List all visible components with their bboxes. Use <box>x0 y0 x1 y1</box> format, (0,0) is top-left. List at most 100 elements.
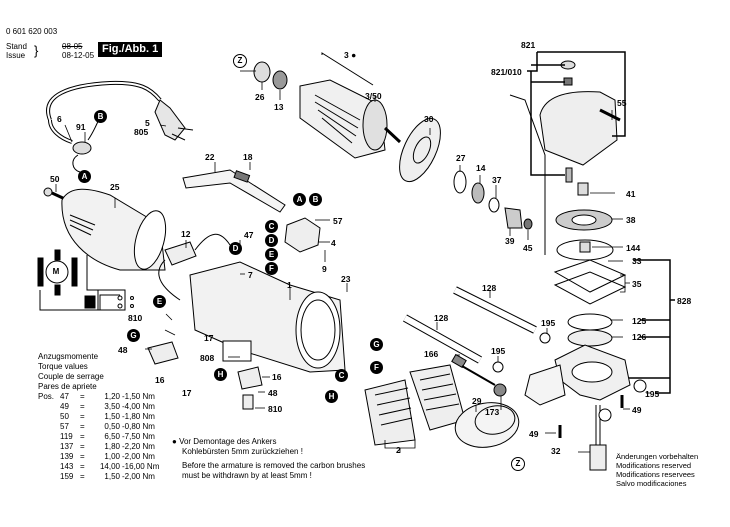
torque-row: 119=6,50- 7,50 Nm <box>38 432 159 442</box>
callout-808: 808 <box>200 353 215 363</box>
torque-dash: - <box>122 452 125 461</box>
switch-4 <box>284 217 321 253</box>
callout-49-right: 49 <box>632 405 642 415</box>
torque-pos: 57 <box>60 422 69 431</box>
callout-16-left: 16 <box>155 375 165 385</box>
mods-es: Salvo modificaciones <box>616 479 687 488</box>
stand-value: 08-05 <box>62 42 83 51</box>
torque-pos: 139 <box>60 452 74 461</box>
torque-title-en: Torque values <box>38 362 88 371</box>
torque-row: 137=1,80- 2,20 Nm <box>38 442 159 452</box>
torque-pos-label <box>38 452 60 462</box>
callout-195-upper: 195 <box>541 318 556 328</box>
torque-row: Pos.47=1,20- 1,50 Nm <box>38 392 159 402</box>
modifications-reserved: Änderungen vorbehalten Modifications res… <box>616 452 698 488</box>
torque-row: 57=0,50- 0,80 Nm <box>38 422 159 432</box>
marker-a-cord: A <box>78 170 91 183</box>
issue-value: 08-12-05 <box>62 51 95 60</box>
note-de-line2: Kohlebürsten 5mm zurückziehen ! <box>182 447 303 456</box>
callout-6: 6 <box>57 114 62 124</box>
torque-title-de: Anzugsmomente <box>38 352 99 361</box>
plug <box>154 99 194 141</box>
torque-dash: - <box>122 392 125 401</box>
callout-41: 41 <box>626 189 636 199</box>
note-de-line1: Vor Demontage des Ankers <box>179 437 277 446</box>
torque-pos-label <box>38 442 60 452</box>
torque-pos-label <box>38 422 60 432</box>
torque-eq: = <box>80 462 85 471</box>
torque-eq: = <box>80 432 85 441</box>
callout-821-010: 821/010 <box>491 67 522 77</box>
torque-dash: - <box>122 462 125 471</box>
callout-29: 29 <box>472 396 482 406</box>
torque-pos: 159 <box>60 472 74 481</box>
part-number: 0 601 620 003 <box>6 27 58 36</box>
marker-h-brush: H <box>214 368 227 381</box>
callout-13: 13 <box>274 102 284 112</box>
callout-1: 1 <box>287 280 292 290</box>
torque-dash: - <box>122 402 125 411</box>
torque-pos: 143 <box>60 462 74 471</box>
callout-17-lower: 17 <box>182 388 192 398</box>
callout-50: 50 <box>50 174 60 184</box>
torque-title-fr: Couple de serrage <box>38 372 104 381</box>
torque-pos: 137 <box>60 442 74 451</box>
torque-min: 3,50 <box>104 402 120 411</box>
callout-3: 3 ● <box>344 50 357 60</box>
callout-195-right: 195 <box>645 389 660 399</box>
callout-173: 173 <box>485 407 500 417</box>
callout-126: 126 <box>632 332 647 342</box>
guard-29 <box>454 402 520 448</box>
torque-min: 1,00 <box>104 452 120 461</box>
torque-row: 139=1,00- 2,00 Nm <box>38 452 159 462</box>
note-en-line2: must be withdrawn by at least 5mm ! <box>182 471 312 480</box>
callout-195-middle: 195 <box>491 346 506 356</box>
armature-3 <box>253 52 402 159</box>
callout-7: 7 <box>248 270 253 280</box>
screw-50 <box>43 187 66 201</box>
callout-128-upper: 128 <box>482 283 497 293</box>
callout-27: 27 <box>456 153 466 163</box>
callout-22: 22 <box>205 152 215 162</box>
marker-c-stator: C <box>335 369 348 382</box>
torque-pos-label <box>38 412 60 422</box>
brace: } <box>34 43 39 58</box>
marker-g-stator: G <box>370 338 383 351</box>
note-en-line1: Before the armature is removed the carbo… <box>182 461 366 470</box>
marker-h-stator: H <box>325 390 338 403</box>
callout-810-lower: 810 <box>268 404 283 414</box>
callout-144: 144 <box>626 243 641 253</box>
flange-stack <box>553 239 627 347</box>
torque-min: 6,50 <box>104 432 120 441</box>
mods-de: Änderungen vorbehalten <box>616 452 699 461</box>
torque-max: 16,00 Nm <box>124 462 160 471</box>
bullet-icon: ● <box>172 437 177 446</box>
callout-91: 91 <box>76 122 86 132</box>
motor-symbol-m: M <box>52 267 60 276</box>
callout-125: 125 <box>632 316 647 326</box>
callout-49-left: 49 <box>529 429 539 439</box>
torque-max: 7,50 Nm <box>124 432 155 441</box>
marker-c-switch: C <box>265 220 278 233</box>
torque-min: 1,50 <box>104 472 120 481</box>
torque-dash: - <box>122 422 125 431</box>
callout-48-upper: 48 <box>118 345 128 355</box>
marker-a-switch: A <box>293 193 306 206</box>
torque-max: 0,80 Nm <box>124 422 155 431</box>
suppressor-12 <box>158 233 231 301</box>
callout-17-upper: 17 <box>204 333 214 343</box>
callout-26: 26 <box>255 92 265 102</box>
torque-dash: - <box>122 432 125 441</box>
callout-38: 38 <box>626 215 636 225</box>
torque-min: 1,50 <box>104 412 120 421</box>
marker-e-suppressor: E <box>153 295 166 308</box>
issue-label: Issue <box>6 51 26 60</box>
marker-e-switch: E <box>265 248 278 261</box>
tubes-128 <box>403 286 551 397</box>
torque-pos-label: Pos. <box>38 392 55 401</box>
callout-48-lower: 48 <box>268 388 278 398</box>
callout-23: 23 <box>341 274 351 284</box>
callout-30: 30 <box>424 114 434 124</box>
